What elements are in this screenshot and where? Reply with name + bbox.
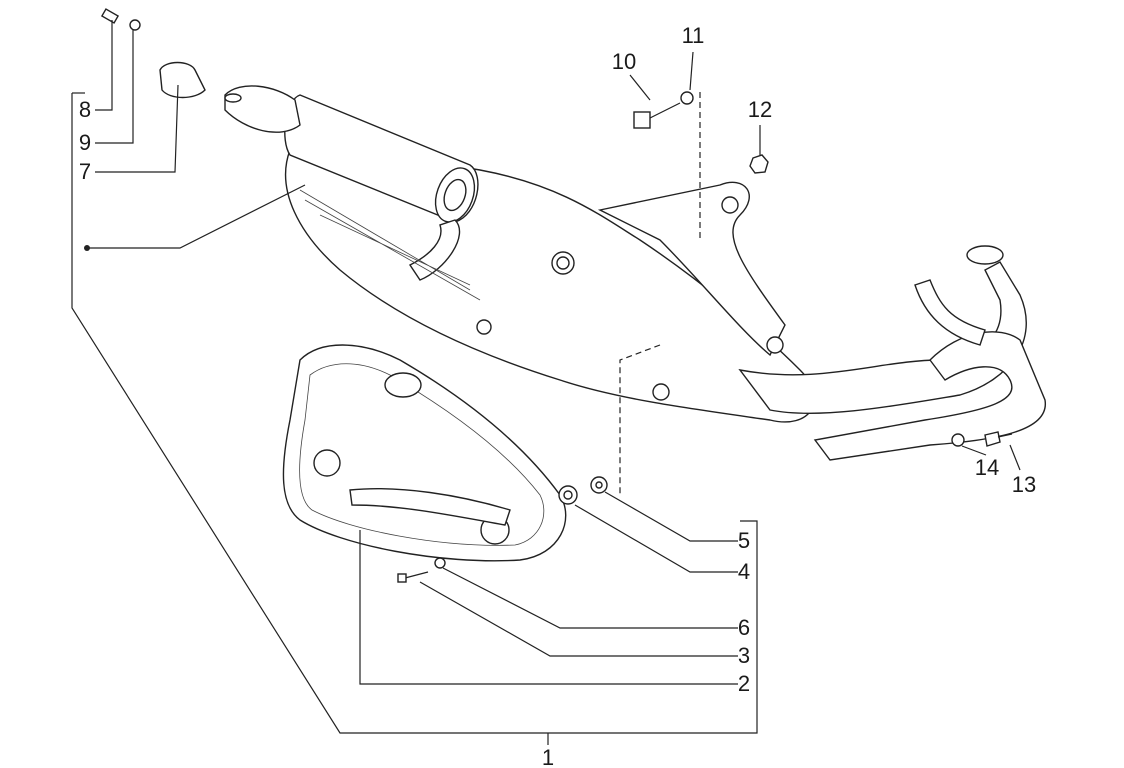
- callout-12: 12: [747, 97, 773, 122]
- mounting-bracket: [597, 181, 786, 357]
- callout-2: 2: [737, 671, 751, 696]
- tailpipe-tip: [224, 85, 301, 133]
- callout-4: 4: [737, 559, 751, 584]
- callout-3: 3: [737, 643, 751, 668]
- callout-14: 14: [974, 455, 1000, 480]
- callout-6: 6: [737, 615, 751, 640]
- callout-13: 13: [1011, 472, 1037, 497]
- callout-10: 10: [611, 49, 637, 74]
- callout-5: 5: [737, 528, 751, 553]
- callout-8: 8: [78, 97, 92, 122]
- clamp: [159, 61, 206, 99]
- callout-11: 11: [681, 23, 705, 48]
- callout-7: 7: [78, 159, 92, 184]
- callout-1: 1: [541, 745, 555, 768]
- callout-9: 9: [78, 130, 92, 155]
